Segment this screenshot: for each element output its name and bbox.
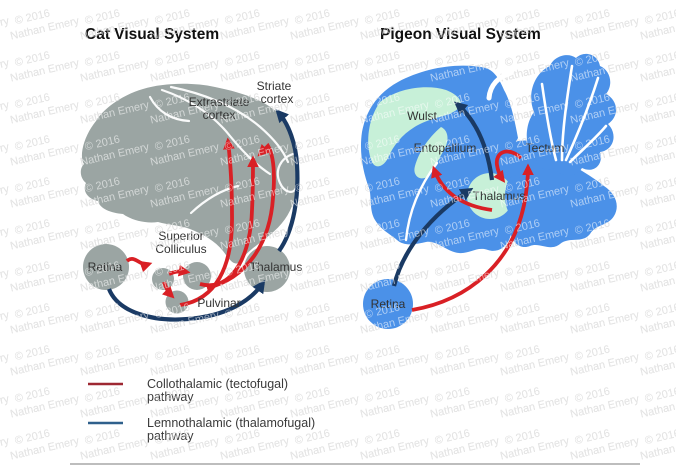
pathway-pulvinar-to-extrastriate: [179, 137, 235, 307]
figure-bottom-border: [70, 463, 640, 465]
pigeon-entopallium-region: [414, 127, 448, 179]
sulcus-line: [189, 184, 240, 215]
label-superior-colliculus: Superior: [158, 229, 203, 243]
cat-retina-node: [83, 244, 129, 290]
label-extrastriate-cortex: Extrastriate: [189, 95, 250, 109]
label-tectum: Tectum: [526, 141, 565, 155]
pathway-to-cortex-hook: [206, 142, 276, 290]
label-striate-cortex: Striate: [257, 79, 292, 93]
pathway-thalamus-to-entopallium: [431, 165, 493, 212]
fissure-line: [560, 64, 574, 162]
label-cat-pulvinar: Pulvinar: [197, 296, 240, 310]
pigeon-collothalamic-pathway: [411, 149, 534, 312]
label-cat-thalamus: Thalamus: [250, 260, 303, 274]
pathway-retina-to-thalamus: [107, 279, 266, 322]
label-extrastriate-cortex-2: cortex: [203, 108, 236, 122]
pigeon-title: Pigeon Visual System: [380, 26, 541, 43]
pathway-legend: Collothalamic (tectofugal) pathway Lemno…: [88, 377, 315, 443]
pigeon-wulst-region: [368, 87, 461, 167]
thalamus-blue-crescent: [505, 175, 525, 217]
legend-lemnothalamic-label-2: pathway: [147, 429, 194, 443]
pathway-colliculus-to-pulvinar: [162, 281, 175, 299]
cat-collothalamic-pathway: [125, 137, 276, 307]
pathway-colliculus-link: [168, 264, 191, 277]
cat-lemnothalamic-pathway: [107, 109, 300, 322]
cat-brain-silhouette: [80, 83, 299, 264]
sulcus-crescent: [486, 70, 514, 101]
sulcus-line: [148, 95, 191, 123]
pathway-thalamus-to-striate: [275, 109, 300, 253]
fissure-line: [564, 76, 600, 162]
fissure-line: [540, 82, 558, 162]
cat-superior-colliculus-node: [152, 268, 174, 290]
cerebellum-fissures: [540, 64, 608, 164]
legend-collothalamic-label-2: pathway: [147, 390, 194, 404]
legend-collothalamic-label: Collothalamic (tectofugal): [147, 377, 288, 391]
label-superior-colliculus-2: Colliculus: [155, 242, 206, 256]
pathway-retina-to-tectum: [411, 163, 534, 312]
label-wulst: Wulst: [407, 109, 437, 123]
cat-title: Cat Visual System: [85, 26, 219, 43]
label-striate-cortex-2: cortex: [261, 92, 294, 106]
pigeon-retina-node: [363, 279, 413, 329]
sulcus-line: [276, 152, 298, 193]
pigeon-cerebellum: [526, 53, 617, 176]
legend-lemnothalamic-label: Lemnothalamic (thalamofugal): [147, 416, 315, 430]
pathway-retina-to-colliculus: [125, 257, 153, 273]
label-pigeon-thalamus: Thalamus: [473, 189, 526, 203]
fissure-line: [568, 124, 608, 164]
cat-visual-system-group: Cat Visual System Extrastriate cortex St…: [80, 26, 303, 322]
pathway-thalamus-to-wulst: [454, 101, 495, 181]
sulcus-line: [169, 85, 290, 164]
label-pigeon-retina: Retina: [371, 297, 406, 311]
pigeon-visual-system-group: Pigeon Visual System Wulst Entopallium T…: [360, 26, 617, 329]
label-cat-retina: Retina: [88, 260, 123, 274]
pathway-tectum-to-thalamus: [493, 149, 523, 183]
label-entopallium: Entopallium: [414, 141, 477, 155]
